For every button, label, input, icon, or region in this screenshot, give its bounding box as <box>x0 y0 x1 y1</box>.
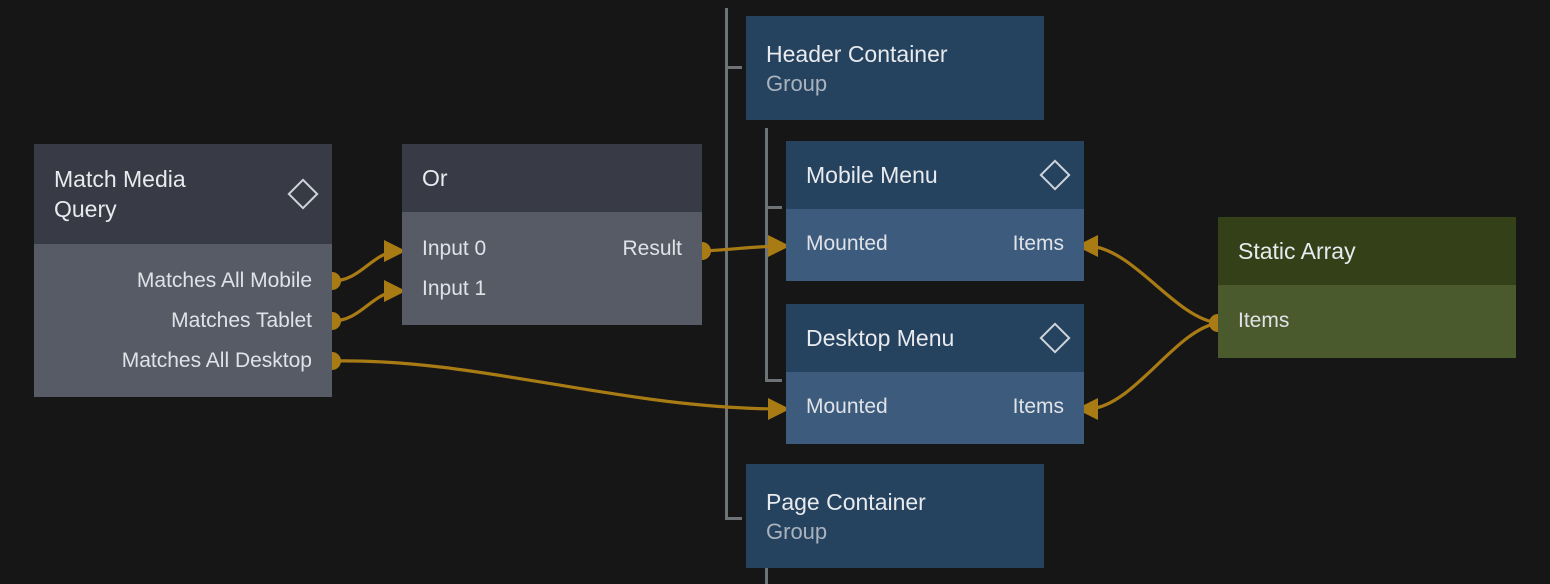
node-title-page-container: Page Container <box>766 488 926 515</box>
tree-branch-desktop-menu <box>765 379 782 382</box>
node-body-mobile-menu: Mounted Items <box>786 209 1084 281</box>
port-row-matches-all-desktop[interactable]: Matches All Desktop <box>34 346 332 376</box>
wire-static-array-to-mobile-items <box>1089 244 1219 325</box>
node-title-mobile-menu: Mobile Menu <box>806 162 938 188</box>
node-subtitle-page-container: Group <box>766 518 828 544</box>
port-label-mobile-menu-mounted: Mounted <box>806 232 888 255</box>
node-match-media-query[interactable]: Match Media Query Matches All Mobile Mat… <box>34 144 332 397</box>
node-title-header-container: Header Container <box>766 40 948 67</box>
port-row-or-input-0[interactable]: Input 0 Result <box>402 234 702 264</box>
node-header-container[interactable]: Header Container Group <box>746 16 1044 120</box>
wire-static-array-to-desktop-items <box>1089 321 1219 411</box>
node-title-match-media-query: Match Media Query <box>54 166 186 222</box>
port-label-matches-all-mobile: Matches All Mobile <box>136 269 312 292</box>
node-subtitle-header-container: Group <box>766 70 828 96</box>
wire-result-to-mobile-mounted <box>701 244 785 253</box>
port-label-result: Result <box>622 237 682 260</box>
port-row-static-array-items[interactable]: Items <box>1218 306 1516 336</box>
tree-trunk-page-children <box>765 568 768 584</box>
port-label-static-array-items: Items <box>1238 309 1290 332</box>
diamond-icon <box>1039 322 1071 354</box>
port-label-mobile-menu-items: Items <box>1012 232 1064 255</box>
node-title-or: Or <box>422 165 448 191</box>
wire-tablet-to-input1 <box>331 289 401 323</box>
port-row-matches-all-mobile[interactable]: Matches All Mobile <box>34 266 332 296</box>
port-label-input-0: Input 0 <box>422 237 487 260</box>
port-row-matches-tablet[interactable]: Matches Tablet <box>34 306 332 336</box>
wire-mobile-to-input0 <box>331 249 401 283</box>
port-label-input-1: Input 1 <box>422 277 487 300</box>
port-label-matches-tablet: Matches Tablet <box>171 309 312 332</box>
wire-desktop-to-desktop-mounted <box>331 359 785 411</box>
tree-branch-page-container <box>725 517 742 520</box>
node-body-or: Input 0 Result Input 1 <box>402 212 702 325</box>
node-title-desktop-menu: Desktop Menu <box>806 325 955 351</box>
node-header-or[interactable]: Or <box>402 144 702 212</box>
node-desktop-menu[interactable]: Desktop Menu Mounted Items <box>786 304 1084 444</box>
node-header-match-media-query[interactable]: Match Media Query <box>34 144 332 244</box>
node-static-array[interactable]: Static Array Items <box>1218 217 1516 358</box>
tree-trunk-root <box>725 8 728 520</box>
port-label-desktop-menu-mounted: Mounted <box>806 395 888 418</box>
diamond-icon <box>1039 159 1071 191</box>
tree-trunk-header-children <box>765 128 768 382</box>
tree-branch-header-container <box>725 66 742 69</box>
node-mobile-menu[interactable]: Mobile Menu Mounted Items <box>786 141 1084 281</box>
port-label-matches-all-desktop: Matches All Desktop <box>121 349 312 372</box>
node-header-mobile-menu[interactable]: Mobile Menu <box>786 141 1084 209</box>
port-row-mobile-menu-ports[interactable]: Mounted Items <box>786 229 1084 259</box>
node-body-match-media-query: Matches All Mobile Matches Tablet Matche… <box>34 244 332 397</box>
port-row-desktop-menu-ports[interactable]: Mounted Items <box>786 392 1084 422</box>
diamond-icon <box>287 178 319 210</box>
node-title-static-array: Static Array <box>1238 238 1356 264</box>
node-header-desktop-menu[interactable]: Desktop Menu <box>786 304 1084 372</box>
tree-branch-mobile-menu <box>765 206 782 209</box>
node-body-static-array: Items <box>1218 285 1516 358</box>
node-header-static-array[interactable]: Static Array <box>1218 217 1516 285</box>
port-label-desktop-menu-items: Items <box>1012 395 1064 418</box>
node-or[interactable]: Or Input 0 Result Input 1 <box>402 144 702 325</box>
port-row-or-input-1[interactable]: Input 1 <box>402 274 702 304</box>
node-page-container[interactable]: Page Container Group <box>746 464 1044 568</box>
node-body-desktop-menu: Mounted Items <box>786 372 1084 444</box>
